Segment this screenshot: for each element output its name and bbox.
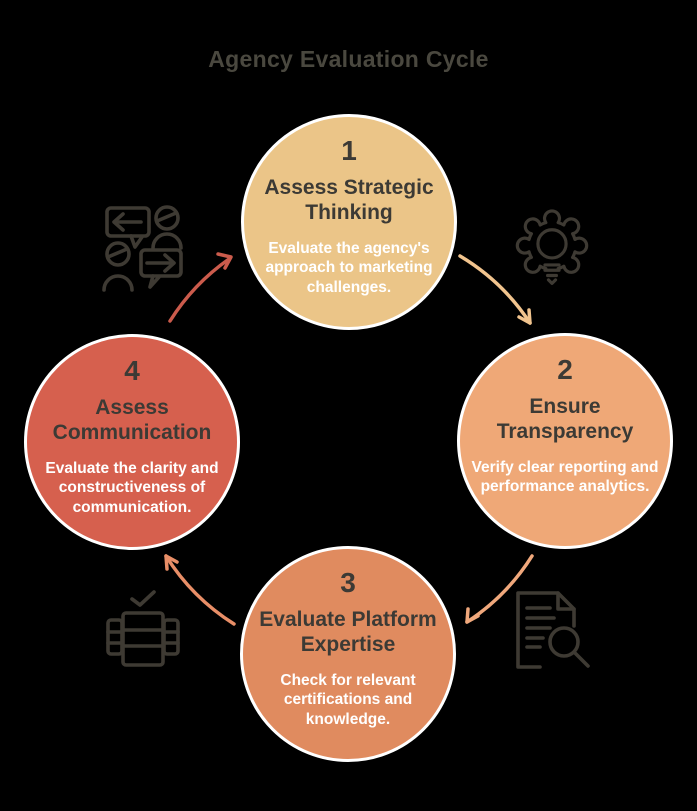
step-number: 1 [341, 135, 357, 166]
step-title: Evaluate Platform Expertise [259, 608, 437, 657]
arrowhead-step4-to-step1 [216, 252, 233, 270]
step-description: Verify clear reporting and performance a… [471, 458, 659, 496]
step-description: Evaluate the clarity and constructivenes… [45, 459, 219, 516]
step-description: Evaluate the agency's approach to market… [265, 239, 433, 296]
document-search-icon [516, 591, 590, 669]
conversation-icon [102, 205, 183, 292]
step-number: 4 [124, 355, 140, 386]
step-circle-2: 2 Ensure Transparency Verify clear repor… [457, 333, 673, 549]
step-circle-1: 1 Assess Strategic Thinking Evaluate the… [241, 114, 457, 330]
step-title: Assess Strategic Thinking [264, 176, 434, 225]
step-title: Assess Communication [52, 396, 212, 445]
arrowhead-step3-to-step4 [164, 554, 179, 571]
gear-lightbulb-icon [515, 209, 589, 286]
diagram-title: Agency Evaluation Cycle [208, 46, 489, 72]
step-circle-3: 3 Evaluate Platform Expertise Check for … [240, 546, 456, 762]
step-title: Ensure Transparency [496, 395, 634, 444]
step-number: 2 [557, 354, 573, 385]
table-checkmark-icon [106, 590, 180, 667]
step-circle-4: 4 Assess Communication Evaluate the clar… [24, 334, 240, 550]
arrowhead-step1-to-step2 [517, 308, 532, 325]
step-number: 3 [340, 567, 356, 598]
arrowhead-step2-to-step3 [465, 607, 480, 624]
step-description: Check for relevant certifications and kn… [280, 671, 416, 728]
